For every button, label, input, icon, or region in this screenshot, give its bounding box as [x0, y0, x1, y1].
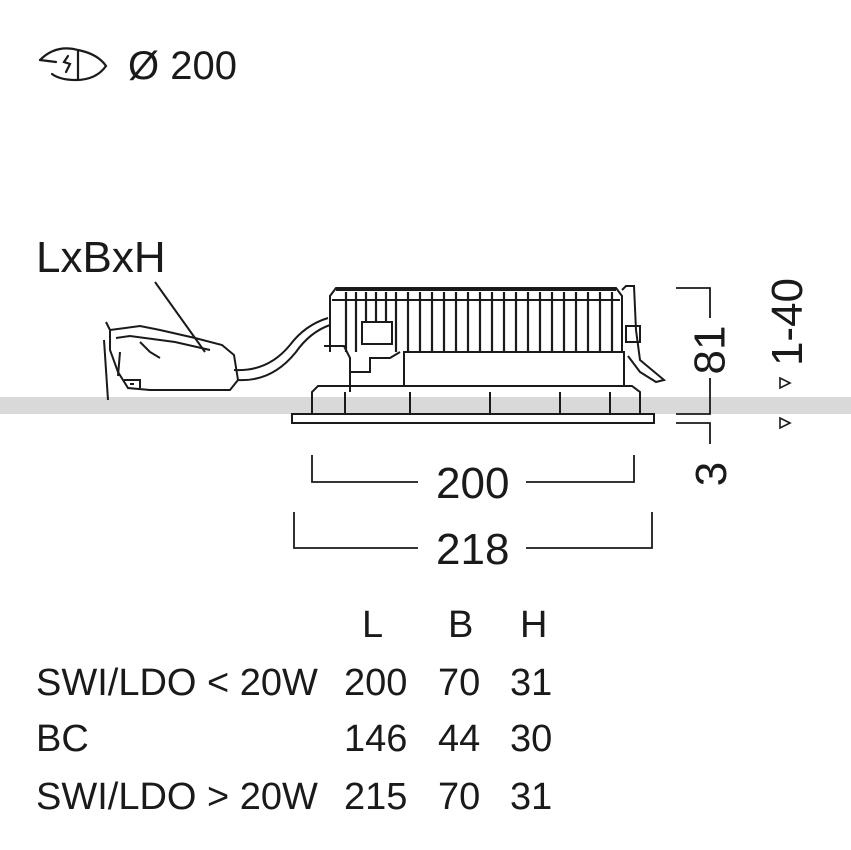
table-cell-h: 31 [510, 662, 553, 704]
cutout-diameter-label: Ø 200 [128, 44, 237, 88]
dimension-ceiling-range-value: 1-40 [763, 277, 813, 367]
table-cell-l: 146 [344, 718, 408, 760]
table-header-b: B [448, 604, 474, 646]
ceiling-cutout-icon [38, 47, 108, 82]
table-cell-l: 200 [344, 662, 408, 704]
table-cell-b: 70 [438, 776, 481, 818]
table-cell-h: 31 [510, 776, 553, 818]
dimension-200-value: 200 [436, 459, 510, 508]
table-row-label: SWI/LDO < 20W [36, 662, 318, 704]
ceiling-thickness-arrows [779, 376, 792, 430]
table-cell-l: 215 [344, 776, 408, 818]
driver-unit [103, 321, 240, 401]
table-header-l: L [362, 604, 384, 646]
driver-dimensions-label: LxBxH [36, 233, 166, 282]
table-header-h: H [520, 604, 548, 646]
table-cell-b: 70 [438, 662, 481, 704]
driver-leader-line [154, 281, 206, 353]
dimension-81-value: 81 [685, 325, 735, 375]
ceiling-band [0, 397, 851, 414]
heat-sink-fins [344, 292, 614, 352]
table-row-label: BC [36, 718, 89, 760]
dimension-218-value: 218 [436, 525, 510, 574]
dimension-height-lines [676, 287, 711, 444]
table-cell-b: 44 [438, 718, 481, 760]
dimension-218-lines [293, 512, 653, 549]
dimension-200-lines [311, 455, 635, 483]
table-cell-h: 30 [510, 718, 553, 760]
dimension-3-value: 3 [687, 461, 737, 487]
luminaire-body [291, 285, 667, 424]
table-row-label: SWI/LDO > 20W [36, 776, 318, 818]
connection-cable [233, 317, 331, 382]
